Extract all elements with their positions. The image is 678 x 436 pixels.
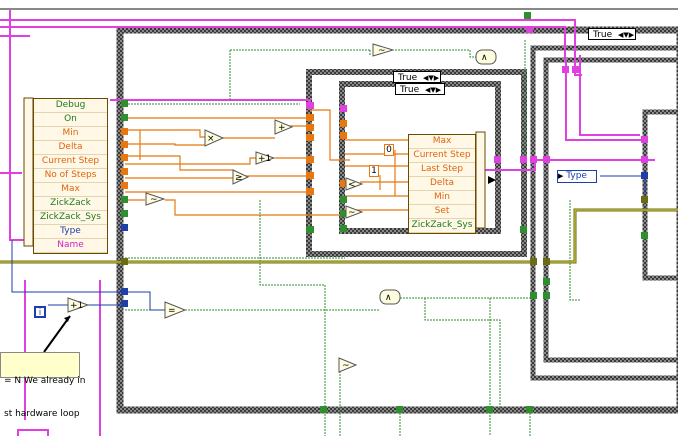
- case-selector-top-right-value: True: [593, 30, 613, 40]
- bundle-by-name-node[interactable]: Max Current Step Last Step Delta Min Set…: [408, 134, 476, 234]
- case-selector-middle-inner-value: True: [400, 85, 420, 95]
- bundle-item-set[interactable]: Set: [409, 205, 475, 219]
- svg-text:<: <: [348, 180, 356, 190]
- bundle-item-max[interactable]: Max: [409, 135, 475, 149]
- cluster-item-delta[interactable]: Delta: [34, 141, 107, 155]
- not-node-top: ~: [372, 43, 395, 57]
- cluster-item-debug[interactable]: Debug: [34, 99, 107, 113]
- olive-wire-highlight: [0, 209, 678, 263]
- function-nodes[interactable]: ~ ∧ × + +1 ≥ ~ < ~ +1 = ∧ ~: [67, 43, 497, 373]
- cluster-item-zickzack-sys[interactable]: ZickZack_Sys: [34, 211, 107, 225]
- bundle-item-last-step[interactable]: Last Step: [409, 163, 475, 177]
- add-node: +: [274, 119, 294, 135]
- right-case-structure-2[interactable]: [543, 57, 678, 363]
- svg-text:~: ~: [378, 46, 386, 56]
- numeric-constant-zero[interactable]: 0: [384, 144, 394, 156]
- svg-text:≥: ≥: [235, 173, 243, 183]
- cluster-item-type[interactable]: Type: [34, 225, 107, 239]
- cluster-item-name[interactable]: Name: [34, 239, 107, 253]
- svg-text:~: ~: [348, 208, 356, 218]
- svg-text:∧: ∧: [481, 53, 488, 63]
- comment-line-1: = N We already in: [4, 376, 86, 386]
- cluster-item-min[interactable]: Min: [34, 127, 107, 141]
- chevron-down-icon[interactable]: ◀▼▶: [425, 86, 442, 94]
- type-constant-label: Type: [566, 171, 587, 181]
- svg-text:~: ~: [342, 361, 350, 371]
- svg-text:+1: +1: [258, 154, 271, 164]
- bundle-item-zickzack-sys[interactable]: ZickZack_Sys: [409, 219, 475, 233]
- case-selector-middle-outer-value: True: [398, 73, 418, 83]
- svg-text:×: ×: [207, 134, 215, 144]
- case-selector-middle-inner[interactable]: True ◀▼▶: [395, 83, 445, 95]
- type-constant[interactable]: ▶ Type: [557, 170, 597, 183]
- less-than-node: <: [345, 177, 364, 191]
- svg-text:+: +: [278, 123, 286, 133]
- cluster-item-zickzack[interactable]: ZickZack: [34, 197, 107, 211]
- enum-arrow-icon: ▶: [558, 172, 564, 180]
- cluster-item-no-of-steps[interactable]: No of Steps: [34, 169, 107, 183]
- case-selector-top-right[interactable]: True ◀▼▶: [588, 28, 636, 40]
- chevron-down-icon[interactable]: ◀▼▶: [423, 74, 440, 82]
- numeric-constant-one[interactable]: 1: [369, 165, 379, 177]
- svg-text:~: ~: [150, 195, 158, 205]
- bundle-item-delta[interactable]: Delta: [409, 177, 475, 191]
- svg-text:∧: ∧: [385, 293, 392, 303]
- not-node-inner: ~: [345, 205, 364, 219]
- unbundle-by-name-node[interactable]: Debug On Min Delta Current Step No of St…: [33, 98, 108, 254]
- and-node-top: ∧: [475, 49, 497, 65]
- not-node-bottom: ~: [338, 357, 358, 373]
- right-case-structure-3[interactable]: [642, 109, 678, 281]
- bottom-left-frame: [17, 429, 49, 436]
- svg-text:+1: +1: [70, 301, 83, 311]
- case-selector-middle-outer[interactable]: True ◀▼▶: [393, 71, 441, 83]
- iteration-terminal: i: [34, 306, 46, 318]
- and-node-middle: ∧: [379, 289, 401, 305]
- orange-wires: [125, 109, 410, 216]
- bundle-item-min[interactable]: Min: [409, 191, 475, 205]
- svg-text:=: =: [168, 306, 176, 316]
- cluster-item-on[interactable]: On: [34, 113, 107, 127]
- chevron-down-icon[interactable]: ◀▼▶: [618, 31, 635, 39]
- increment-node-lower: +1: [67, 297, 90, 313]
- cluster-item-max[interactable]: Max: [34, 183, 107, 197]
- tunnels: [121, 12, 648, 413]
- bundle-item-current-step[interactable]: Current Step: [409, 149, 475, 163]
- greater-equal-node: ≥: [232, 169, 250, 185]
- right-case-structure-1[interactable]: [530, 45, 678, 381]
- equal-node: =: [164, 301, 187, 319]
- increment-node: +1: [255, 151, 276, 165]
- comment-arrow: [43, 315, 71, 353]
- multiply-node: ×: [204, 129, 225, 147]
- not-node-left: ~: [145, 192, 166, 206]
- comment-label: = N We already in st hardware loop: [0, 352, 85, 419]
- cluster-item-current-step[interactable]: Current Step: [34, 155, 107, 169]
- comment-line-2: st hardware loop: [4, 409, 80, 419]
